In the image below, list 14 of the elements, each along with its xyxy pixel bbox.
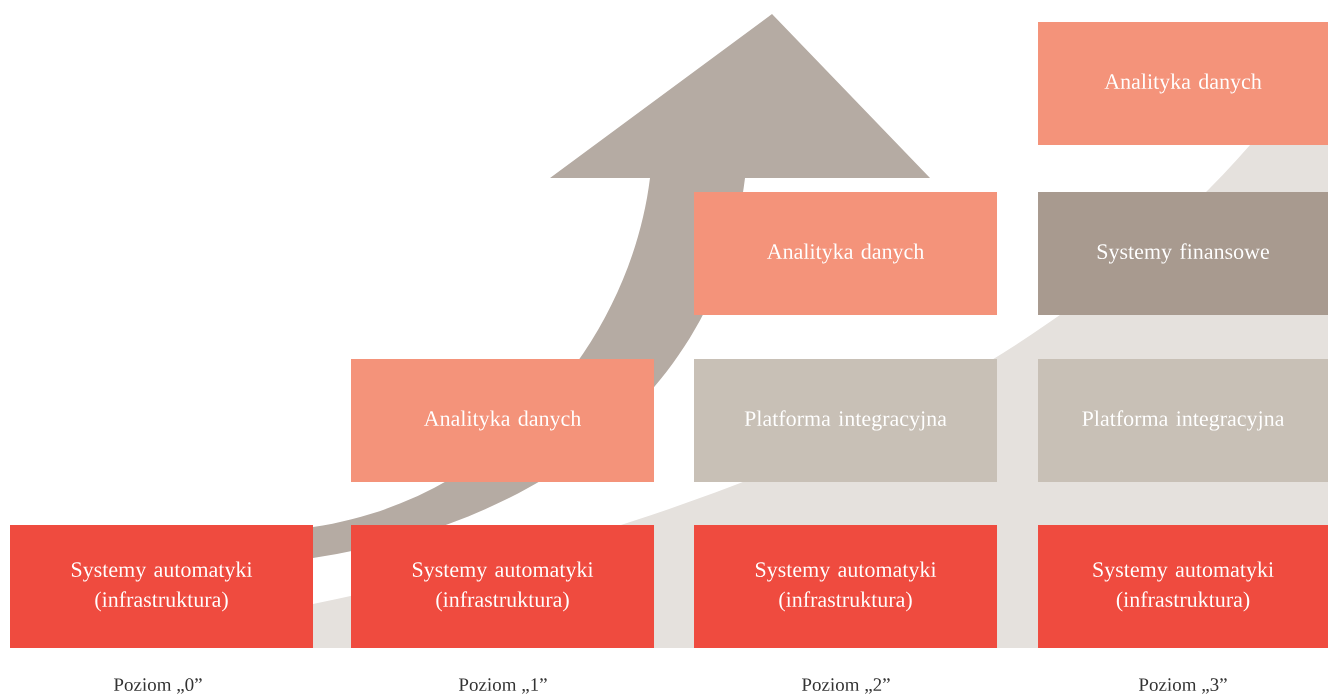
level-label: Poziom „1” bbox=[458, 678, 547, 694]
level-box: Analityka danych bbox=[694, 192, 997, 315]
level-label: Poziom „0” bbox=[113, 678, 202, 694]
level-box: Systemy automatyki (infrastruktura) bbox=[694, 525, 997, 648]
level-label: Poziom „2” bbox=[801, 678, 890, 694]
level-box: Analityka danych bbox=[351, 359, 654, 482]
level-label: Poziom „3” bbox=[1138, 678, 1227, 694]
level-box: Systemy finansowe bbox=[1038, 192, 1328, 315]
level-box: Analityka danych bbox=[1038, 22, 1328, 145]
level-box: Platforma integracyjna bbox=[694, 359, 997, 482]
level-box: Systemy automatyki (infrastruktura) bbox=[351, 525, 654, 648]
level-box: Platforma integracyjna bbox=[1038, 359, 1328, 482]
level-box: Systemy automatyki (infrastruktura) bbox=[10, 525, 313, 648]
level-box: Systemy automatyki (infrastruktura) bbox=[1038, 525, 1328, 648]
